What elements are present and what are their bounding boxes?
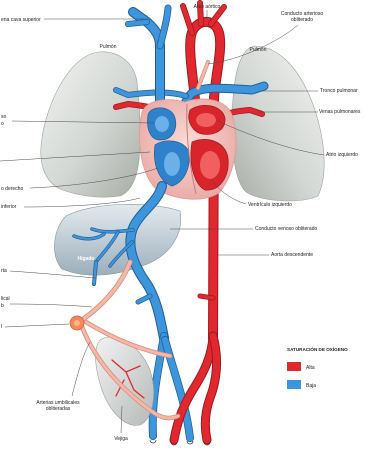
right-lung — [232, 46, 324, 201]
ductus-arteriosus — [198, 62, 208, 88]
label-vejiga: Vejiga — [114, 436, 128, 442]
label-umbilical-cut-1: lical — [1, 296, 10, 302]
label-pulmon-derecho: Pulmón — [250, 47, 267, 53]
label-vena-porta-cut: rta — [1, 268, 7, 274]
label-arco-aortico: Arco aórtico — [194, 4, 221, 10]
legend-swatch-alta — [287, 362, 301, 371]
label-conducto-arterioso-line2: obliterado — [291, 17, 313, 23]
label-atrio-izquierdo: Atrio izquierdo — [326, 152, 358, 158]
label-higado: Hígado — [78, 256, 95, 262]
legend-label-baja: Baja — [306, 383, 316, 389]
umbilicus-center — [74, 320, 80, 326]
right-atrium-highlight — [155, 116, 169, 132]
renal-artery-lumen — [200, 296, 213, 298]
label-tronco-pulmonar: Tronco pulmonar — [320, 88, 358, 94]
leader-arterias-umbilicales — [72, 342, 90, 396]
left-lung — [41, 52, 140, 197]
label-vena-cava-inferior-cut: inferior — [1, 204, 17, 210]
label-arterias-umbilicales-line2: obliteradas — [46, 406, 71, 412]
label-venas-pulmonares: Venas pulmonares — [319, 109, 361, 115]
legend: SATURACIÓN DE OXÍGENO Alta Baja — [287, 345, 348, 389]
svc-branch-lumen — [128, 22, 147, 24]
labels: ena cava superior Arco aórtico Conducto … — [1, 4, 361, 442]
label-atrio-derecho-cut: o derecho — [1, 186, 23, 192]
left-atrium-highlight — [196, 113, 216, 127]
label-conducto-venoso: Conducto venoso obliterado — [255, 226, 317, 232]
heart — [139, 99, 236, 199]
label-left-cut-1: so — [1, 114, 7, 120]
label-ventriculo-izquierdo: Ventrículo izquierdo — [248, 202, 292, 208]
cut-vessel-ends — [150, 440, 210, 445]
ductus-arteriosus-lumen — [198, 62, 208, 88]
label-umbilical-cut-2: b — [1, 303, 4, 309]
right-ventricle-highlight — [164, 152, 180, 176]
legend-swatch-baja — [287, 380, 301, 389]
legend-title: SATURACIÓN DE OXÍGENO — [287, 345, 348, 352]
liver — [54, 204, 180, 275]
label-pulmon-izquierdo: Pulmón — [100, 44, 117, 50]
leader-umbilical — [10, 304, 92, 307]
label-left-cut-2: o — [1, 121, 4, 127]
label-aorta-descendente: Aorta descendente — [271, 252, 313, 258]
label-vena-cava-superior: ena cava superior — [1, 17, 41, 23]
left-ventricle-highlight — [200, 151, 220, 179]
leader-ombligo — [5, 324, 69, 327]
label-ombligo-cut: l — [1, 324, 2, 330]
legend-label-alta: Alta — [306, 365, 315, 371]
